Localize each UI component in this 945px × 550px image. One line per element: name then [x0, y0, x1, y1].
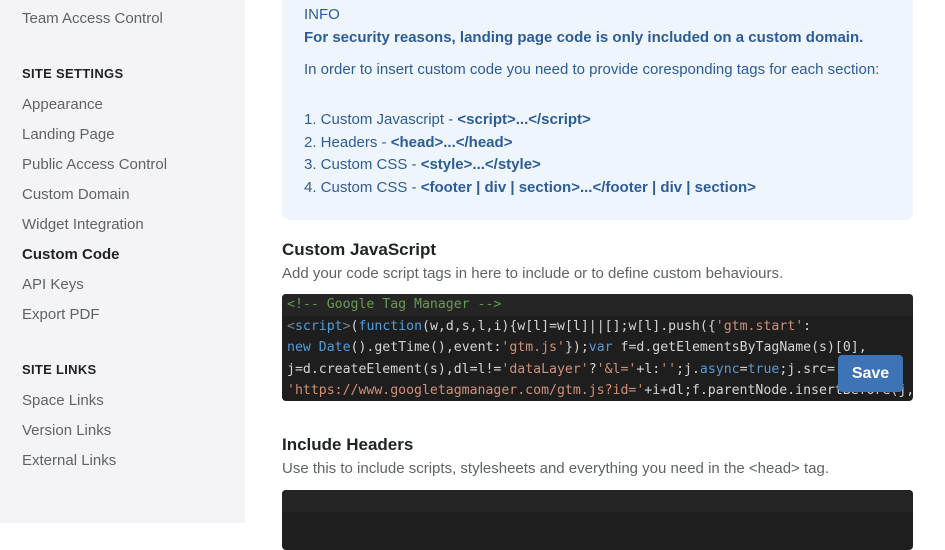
- code-line: <script>(function(w,d,s,l,i){w[l]=w[l]||…: [287, 318, 812, 334]
- sidebar-item-version-links[interactable]: Version Links: [22, 422, 112, 439]
- sidebar-item-team-access-control[interactable]: Team Access Control: [22, 10, 163, 27]
- info-warning: For security reasons, landing page code …: [304, 29, 864, 46]
- list-label: 3. Custom CSS -: [304, 156, 421, 173]
- sidebar-item-custom-domain[interactable]: Custom Domain: [22, 186, 130, 203]
- code-line: new Date().getTime(),event:'gtm.js'});va…: [287, 340, 867, 355]
- list-label: 1. Custom Javascript -: [304, 111, 458, 128]
- info-title: INFO: [304, 6, 340, 23]
- info-body: In order to insert custom code you need …: [304, 61, 880, 78]
- site-links-heading: SITE LINKS: [22, 362, 97, 377]
- list-label: 4. Custom CSS -: [304, 179, 421, 196]
- custom-javascript-editor[interactable]: <!-- Google Tag Manager --> <script>(func…: [282, 294, 913, 401]
- code-line: j=d.createElement(s),dl=l!='dataLayer'?'…: [287, 361, 835, 377]
- include-headers-description: Use this to include scripts, stylesheets…: [282, 460, 830, 477]
- include-headers-editor[interactable]: [282, 490, 913, 550]
- info-list-item: 3. Custom CSS - <style>...</style>: [304, 156, 541, 173]
- sidebar-item-public-access-control[interactable]: Public Access Control: [22, 156, 168, 173]
- sidebar-item-appearance[interactable]: Appearance: [22, 96, 103, 113]
- sidebar-item-space-links[interactable]: Space Links: [22, 392, 104, 409]
- code-line: 'https://www.googletagmanager.com/gtm.js…: [287, 383, 913, 398]
- list-label: 2. Headers -: [304, 134, 391, 151]
- custom-javascript-title: Custom JavaScript: [282, 240, 436, 259]
- list-tag: <style>...</style>: [420, 156, 541, 173]
- list-tag: <head>...</head>: [390, 134, 513, 151]
- sidebar-item-landing-page[interactable]: Landing Page: [22, 126, 115, 143]
- list-tag: <script>...</script>: [457, 111, 591, 128]
- sidebar: Team Access Control SITE SETTINGS Appear…: [0, 0, 245, 523]
- save-button[interactable]: Save: [838, 355, 903, 392]
- sidebar-item-api-keys[interactable]: API Keys: [22, 276, 84, 293]
- info-list-item: 2. Headers - <head>...</head>: [304, 134, 512, 151]
- info-box: INFO For security reasons, landing page …: [282, 0, 913, 220]
- site-settings-heading: SITE SETTINGS: [22, 66, 124, 81]
- code-line: <!-- Google Tag Manager -->: [282, 294, 913, 316]
- custom-javascript-description: Add your code script tags in here to inc…: [282, 265, 784, 282]
- sidebar-item-export-pdf[interactable]: Export PDF: [22, 306, 100, 323]
- sidebar-item-external-links[interactable]: External Links: [22, 452, 117, 469]
- sidebar-item-custom-code[interactable]: Custom Code: [22, 246, 120, 263]
- sidebar-item-widget-integration[interactable]: Widget Integration: [22, 216, 144, 233]
- info-list-item: 4. Custom CSS - <footer | div | section>…: [304, 179, 756, 196]
- info-list-item: 1. Custom Javascript - <script>...</scri…: [304, 111, 591, 128]
- list-tag: <footer | div | section>...</footer | di…: [420, 179, 756, 196]
- include-headers-title: Include Headers: [282, 435, 414, 454]
